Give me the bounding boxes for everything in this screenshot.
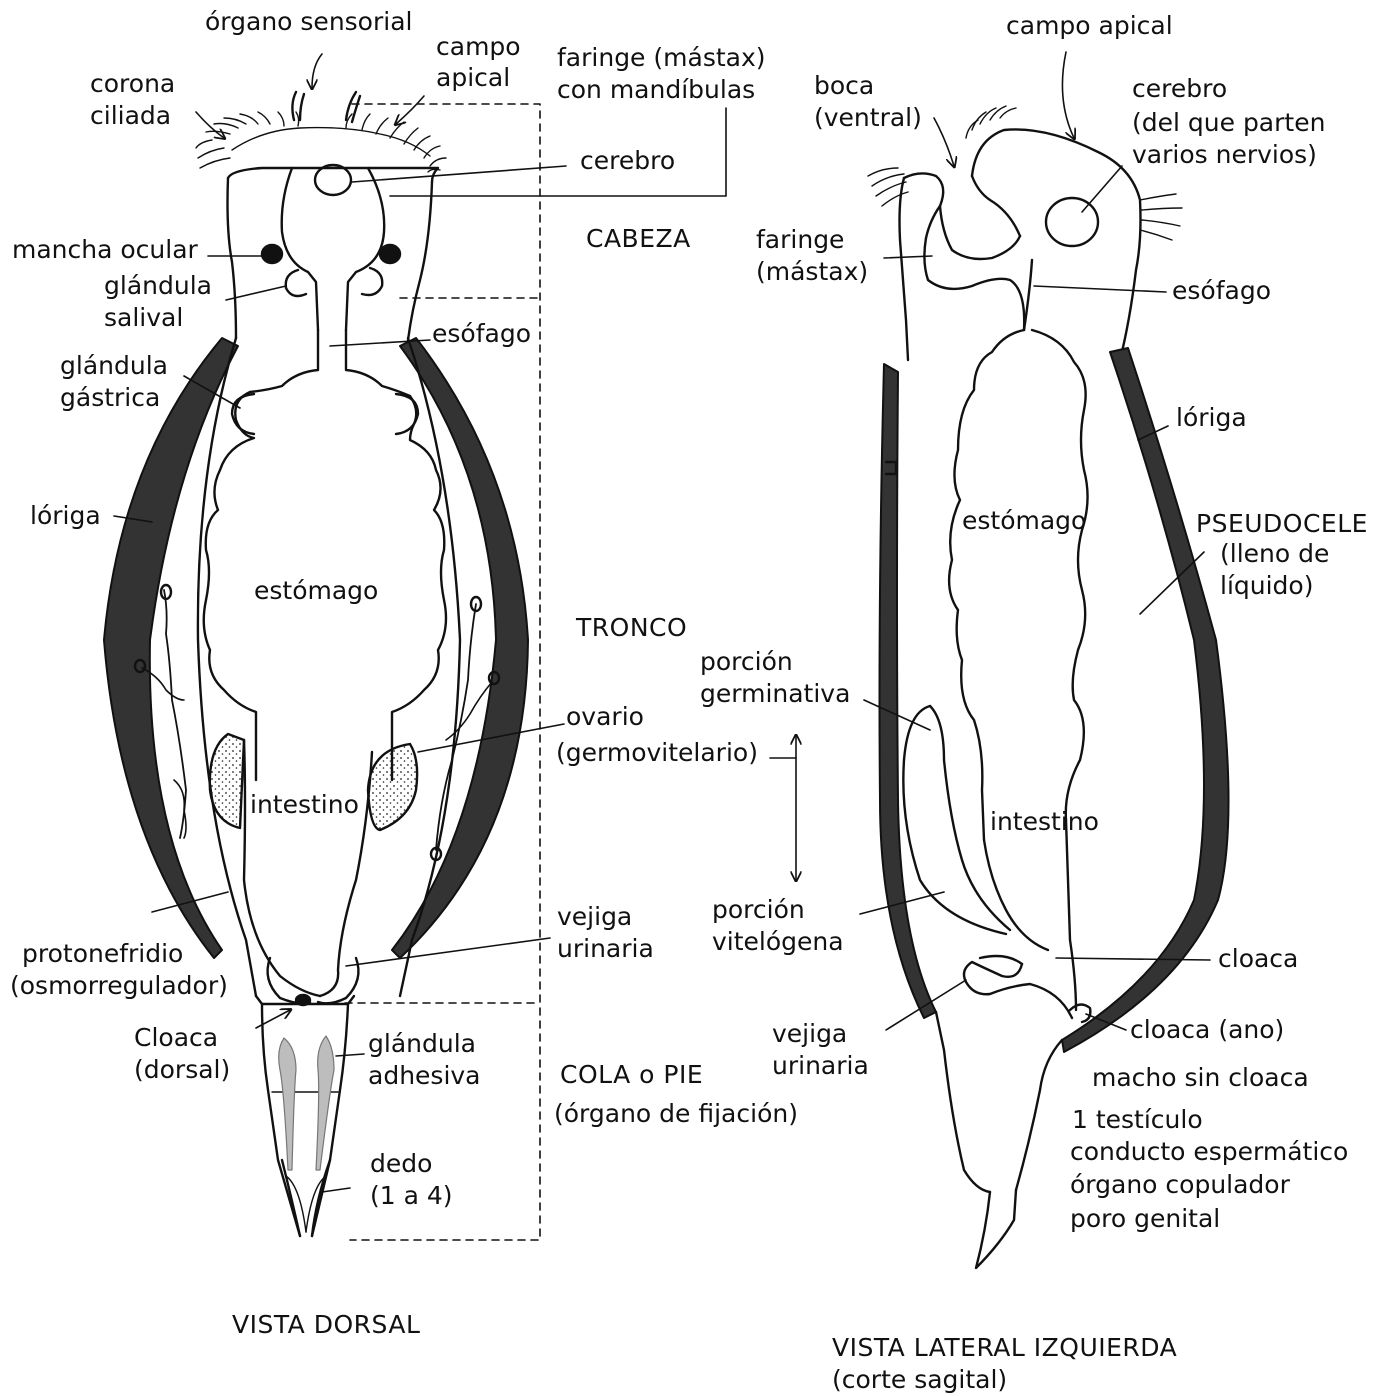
label-conducto-espermatico: conducto espermático — [1070, 1136, 1348, 1168]
label-faringe-mastax: faringe (mástax) — [557, 42, 766, 74]
label-cloaca-ano: cloaca (ano) — [1130, 1014, 1284, 1046]
label-cerebro-lateral-1: cerebro — [1132, 73, 1227, 105]
corona-cilia — [196, 112, 446, 172]
label-pseudocele-2: (lleno de — [1220, 538, 1329, 570]
label-protonefridio-2: (osmorregulador) — [10, 970, 228, 1002]
label-vejiga-lateral-2: urinaria — [772, 1050, 869, 1082]
label-esofago-lateral: esófago — [1172, 275, 1271, 307]
label-estomago-lateral: estómago — [962, 505, 1086, 537]
label-cerebro-lateral-2: (del que parten — [1132, 107, 1325, 139]
label-loriga-dorsal: lóriga — [30, 500, 101, 532]
eye-spot-right — [380, 245, 400, 263]
label-intestino-lateral: intestino — [990, 806, 1099, 838]
label-vejiga-1-dorsal: vejiga — [557, 901, 632, 933]
label-porcion-germinativa-2: germinativa — [700, 678, 850, 710]
label-glandula-gastrica-1: glándula — [60, 350, 168, 382]
label-porcion-vitelogena-2: vitelógena — [712, 926, 844, 958]
label-intestino-dorsal: intestino — [250, 789, 359, 821]
eye-spot-left — [262, 245, 282, 263]
label-cerebro-lateral-3: varios nervios) — [1132, 139, 1317, 171]
label-faringe-lateral-1: faringe — [756, 224, 844, 256]
label-testiculo: 1 testículo — [1072, 1104, 1203, 1136]
label-macho-sin-cloaca: macho sin cloaca — [1092, 1062, 1309, 1094]
label-dedo-2: (1 a 4) — [370, 1180, 453, 1212]
label-glandula-adhesiva-2: adhesiva — [368, 1060, 481, 1092]
lateral-lorica-back — [1062, 348, 1229, 1052]
label-organo-copulador: órgano copulador — [1070, 1169, 1290, 1201]
label-pseudocele-1: PSEUDOCELE — [1196, 508, 1368, 540]
label-cabeza: CABEZA — [586, 223, 691, 255]
label-poro-genital: poro genital — [1070, 1203, 1220, 1235]
label-campo-apical-lateral: campo apical — [1006, 10, 1173, 42]
label-pseudocele-3: líquido) — [1220, 570, 1313, 602]
label-cloaca-dorsal-1: Cloaca — [134, 1022, 218, 1054]
label-campo-apical-1: campo — [436, 31, 521, 63]
label-dedo-1: dedo — [370, 1148, 432, 1180]
label-estomago-dorsal: estómago — [254, 575, 378, 607]
label-campo-apical-2: apical — [436, 62, 510, 94]
label-boca-2: (ventral) — [814, 102, 922, 134]
label-organo-sensorial: órgano sensorial — [205, 6, 412, 38]
label-glandula-salival-1: glándula — [104, 270, 212, 302]
label-ovario-1: ovario — [566, 701, 644, 733]
label-loriga-lateral: lóriga — [1176, 402, 1247, 434]
caption-vista-dorsal: VISTA DORSAL — [232, 1309, 420, 1341]
label-tronco: TRONCO — [576, 612, 687, 644]
caption-vista-lateral: VISTA LATERAL IZQUIERDA — [832, 1332, 1177, 1364]
lorica-left — [104, 338, 238, 958]
label-faringe-lateral-2: (mástax) — [756, 256, 868, 288]
label-vejiga-2-dorsal: urinaria — [557, 933, 654, 965]
label-glandula-adhesiva-1: glándula — [368, 1028, 476, 1060]
label-protonefridio-1: protonefridio — [22, 938, 183, 970]
label-mancha-ocular: mancha ocular — [12, 234, 198, 266]
label-corona-1: corona — [90, 68, 175, 100]
label-porcion-vitelogena-1: porción — [712, 894, 805, 926]
label-boca-1: boca — [814, 70, 874, 102]
label-vejiga-lateral-1: vejiga — [772, 1018, 847, 1050]
label-corona-2: ciliada — [90, 100, 171, 132]
label-cloaca-dorsal-2: (dorsal) — [134, 1054, 230, 1086]
label-esofago-dorsal: esófago — [432, 318, 531, 350]
caption-corte-sagital: (corte sagital) — [832, 1364, 1007, 1396]
label-glandula-gastrica-2: gástrica — [60, 382, 160, 414]
label-organo-fijacion: (órgano de fijación) — [554, 1098, 798, 1130]
label-con-mandibulas: con mandíbulas — [557, 74, 755, 106]
label-cola-pie: COLA o PIE — [560, 1059, 703, 1091]
label-porcion-germinativa-1: porción — [700, 646, 793, 678]
label-cerebro-dorsal: cerebro — [580, 145, 675, 177]
label-cloaca-lateral: cloaca — [1218, 943, 1298, 975]
label-ovario-2: (germovitelario) — [556, 737, 758, 769]
ovary-right — [368, 744, 417, 830]
label-glandula-salival-2: salival — [104, 302, 183, 334]
adhesive-gland-left — [279, 1038, 296, 1170]
